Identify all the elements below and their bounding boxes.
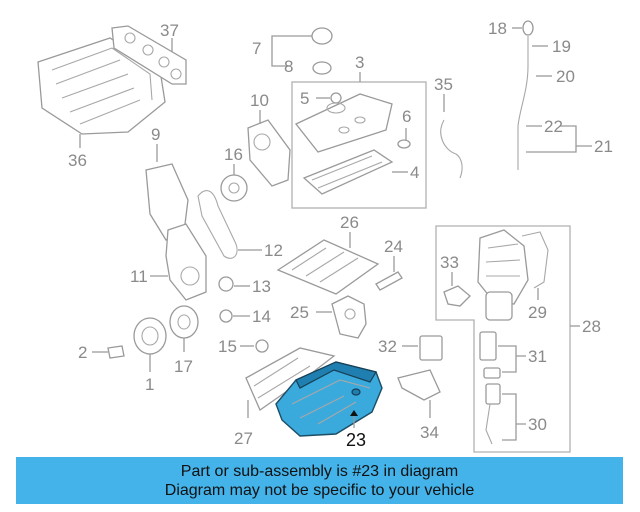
callout-17[interactable]: 17 [174, 357, 193, 376]
callout-25[interactable]: 25 [290, 303, 309, 322]
parts-diagram: 36 37 9 10 16 12 11 1 [37, 19, 613, 453]
callout-33[interactable]: 33 [440, 253, 459, 272]
seal-part-14 [219, 309, 250, 323]
banner-line-2: Diagram may not be specific to your vehi… [164, 481, 475, 499]
callout-15[interactable]: 15 [218, 337, 237, 356]
callout-27[interactable]: 27 [234, 429, 253, 448]
callout-13[interactable]: 13 [252, 277, 271, 296]
clip-part-24 [375, 256, 403, 291]
callout-5[interactable]: 5 [300, 89, 309, 108]
callout-36[interactable]: 36 [68, 151, 87, 170]
oil-pump-part-25 [316, 295, 367, 339]
callout-35[interactable]: 35 [434, 75, 453, 94]
sprocket-part-16 [220, 164, 248, 202]
oil-baffle-part-26 [276, 232, 380, 295]
washer-part-13 [218, 276, 250, 292]
callout-3[interactable]: 3 [355, 53, 364, 72]
sensor-part-30 [485, 383, 526, 445]
valve-cover-group-box [291, 81, 427, 209]
breather-hose-part-35 [440, 94, 463, 179]
callout-2[interactable]: 2 [78, 343, 87, 362]
plug-part-15 [240, 339, 269, 353]
callout-23[interactable]: 23 [346, 430, 366, 450]
callout-12[interactable]: 12 [264, 241, 283, 260]
bracket-part-34 [397, 369, 441, 418]
intake-manifold-part-36 [37, 37, 166, 148]
banner-line-1: Part or sub-assembly is #23 in diagram [180, 462, 459, 480]
dipstick-part-20 [512, 20, 592, 170]
callout-26[interactable]: 26 [340, 213, 359, 232]
lower-cover-part-11 [150, 223, 207, 301]
callout-16[interactable]: 16 [224, 145, 243, 164]
callout-10[interactable]: 10 [250, 91, 269, 110]
sensor-part-32 [402, 335, 443, 361]
gasket-part-29 [521, 231, 549, 300]
callout-31[interactable]: 31 [528, 347, 547, 366]
valve-cover-part-3 [294, 93, 393, 153]
seal-kit-part-33 [443, 272, 471, 307]
grommet-part-5 [316, 92, 342, 104]
callout-34[interactable]: 34 [420, 423, 439, 442]
filter-element-part-31 [479, 331, 526, 379]
crank-pulley-part-1 [133, 317, 167, 372]
callout-28[interactable]: 28 [582, 317, 601, 336]
callout-14[interactable]: 14 [252, 307, 271, 326]
cover-gasket-part-4 [302, 149, 408, 195]
callout-20[interactable]: 20 [556, 67, 575, 86]
callout-8[interactable]: 8 [284, 57, 293, 76]
manifold-gasket-part-37 [111, 25, 187, 85]
callout-29[interactable]: 29 [528, 303, 547, 322]
bolt-part-2 [92, 345, 125, 359]
callout-22[interactable]: 22 [544, 117, 563, 136]
rear-cover-part-10 [247, 110, 291, 187]
callout-32[interactable]: 32 [378, 337, 397, 356]
pulley-part-17 [169, 305, 199, 352]
callout-11[interactable]: 11 [130, 267, 148, 286]
callout-30[interactable]: 30 [528, 415, 547, 434]
callout-1[interactable]: 1 [145, 375, 154, 394]
callout-19[interactable]: 19 [552, 37, 571, 56]
callout-4[interactable]: 4 [410, 163, 419, 182]
timing-belt-part-12 [197, 190, 262, 259]
oil-filter-group-box [435, 225, 571, 453]
info-banner: Part or sub-assembly is #23 in diagram D… [16, 457, 623, 504]
filter-housing-part-28 [477, 229, 529, 321]
callout-21[interactable]: 21 [594, 137, 613, 156]
callout-6[interactable]: 6 [402, 107, 411, 126]
callout-24[interactable]: 24 [384, 237, 403, 256]
oil-cap-part-7 [271, 27, 333, 75]
callout-37[interactable]: 37 [160, 21, 179, 40]
callout-7[interactable]: 7 [252, 39, 261, 58]
callout-9[interactable]: 9 [151, 125, 160, 144]
seal-part-6 [397, 128, 411, 149]
callout-18[interactable]: 18 [488, 19, 507, 38]
pan-gasket-part-27 [245, 347, 336, 418]
oil-pan-part-23-highlighted[interactable] [275, 361, 383, 437]
